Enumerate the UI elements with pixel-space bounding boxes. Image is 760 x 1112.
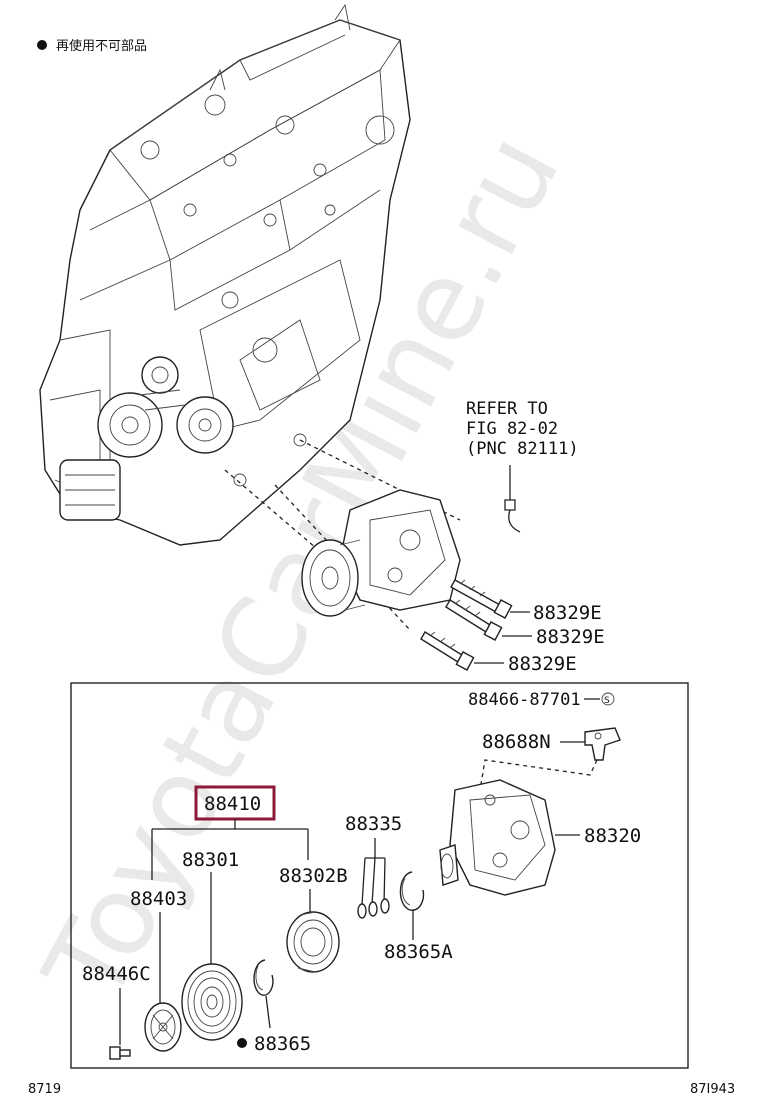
refer-line-1: REFER TO (466, 399, 548, 419)
detail-box (70, 682, 689, 1069)
bolt-icon-1 (450, 579, 513, 619)
refer-line-2: FIG 82-02 (466, 419, 558, 439)
snap-ring-bullet-icon (237, 1038, 247, 1048)
shim-icon-1 (357, 903, 367, 919)
footer-left: 8719 (28, 1082, 61, 1097)
shim-icon-2 (368, 901, 378, 917)
bearing-icon (286, 911, 340, 973)
bolt-icon-3 (420, 631, 475, 671)
label-88335[interactable]: 88335 (345, 813, 402, 835)
mount-guide-1 (224, 469, 331, 561)
compressor-illustration-top (301, 489, 461, 617)
bracket-88410 (151, 819, 309, 880)
snap-ring-a-icon (399, 871, 425, 911)
label-88329e-1[interactable]: 88329E (533, 602, 602, 624)
label-88410[interactable]: 88410 (204, 793, 261, 815)
shim-icon-3 (380, 898, 390, 914)
label-88329e-2[interactable]: 88329E (536, 626, 605, 648)
label-88320[interactable]: 88320 (584, 825, 641, 847)
footer-right: 87I943 (690, 1082, 735, 1097)
hub-bolt-icon (109, 1046, 131, 1060)
header-note: 再使用不可部品 (56, 38, 147, 54)
screw-s-mark: S (604, 696, 610, 706)
mount-guide-2 (299, 439, 461, 521)
bolt-icon-2 (445, 599, 503, 641)
pulley-icon (181, 963, 243, 1041)
screw-s-icon (601, 692, 615, 706)
label-88301[interactable]: 88301 (182, 849, 239, 871)
label-88466-87701[interactable]: 88466-87701 (468, 690, 581, 710)
label-88688n[interactable]: 88688N (482, 731, 551, 753)
label-88446c[interactable]: 88446C (82, 963, 151, 985)
label-88302b[interactable]: 88302B (279, 865, 348, 887)
bracket-guide (479, 759, 598, 791)
engine-illustration (39, 3, 411, 546)
snap-ring-icon (253, 959, 274, 996)
label-88329e-3[interactable]: 88329E (508, 653, 577, 675)
bracket-icon (584, 727, 621, 761)
hub-icon (144, 1002, 182, 1052)
label-88365a[interactable]: 88365A (384, 941, 453, 963)
refer-connector-wire (504, 465, 521, 533)
header-bullet-icon (37, 40, 47, 50)
compressor-illustration-detail (439, 779, 556, 896)
label-88365[interactable]: 88365 (254, 1033, 311, 1055)
refer-line-3: (PNC 82111) (466, 439, 579, 459)
label-88403[interactable]: 88403 (130, 888, 187, 910)
